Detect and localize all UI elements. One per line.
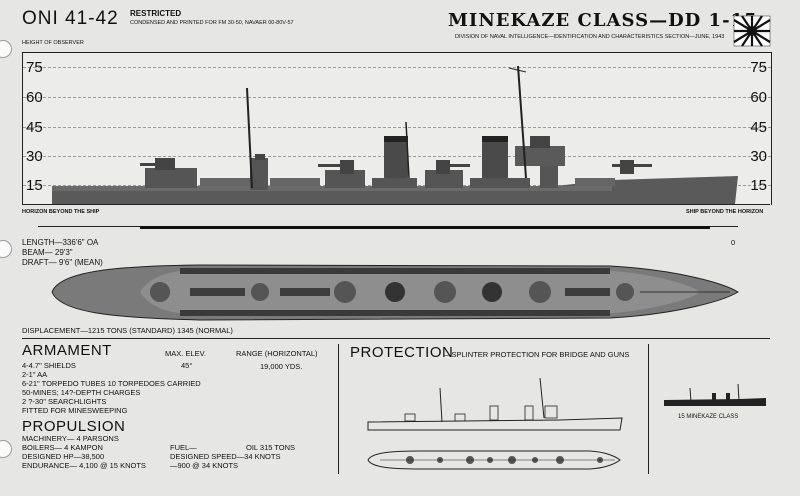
designed-speed-text: DESIGNED SPEED—34 KNOTS: [170, 452, 281, 461]
armament-line: 4-4.7" SHIELDS: [22, 361, 76, 370]
height-tick: 75: [750, 59, 767, 76]
height-of-observer-label: HEIGHT OF OBSERVER: [22, 40, 84, 46]
range-value: 19,000 YDS.: [260, 362, 303, 371]
max-elev-value: 45°: [181, 361, 193, 370]
draft-text: DRAFT— 9'6" (MEAN): [22, 258, 103, 267]
height-tick: 45: [750, 119, 767, 136]
height-tick: 15: [26, 177, 43, 194]
column-divider: [648, 344, 649, 474]
oni-number: ONI 41-42: [22, 8, 119, 29]
displacement-text: DISPLACEMENT—1215 TONS (STANDARD) 1345 (…: [22, 326, 233, 335]
fuel-value: OIL 315 TONS: [246, 443, 296, 452]
height-tick: 30: [26, 148, 43, 165]
armament-line: 6-21" TORPEDO TUBES 10 TORPEDOES CARRIED: [22, 379, 201, 388]
protection-detail: —SPLINTER PROTECTION FOR BRIDGE AND GUNS: [444, 350, 630, 359]
boilers-text: BOILERS— 4 KAMPON: [22, 443, 103, 452]
endurance-text: ENDURANCE— 4,100 @ 15 KNOTS: [22, 461, 146, 470]
ship-side-profile: [52, 65, 738, 204]
armament-line: 2 ?-30" SEARCHLIGHTS: [22, 397, 107, 406]
print-note: CONDENSED AND PRINTED FOR FM 30-50, NAVA…: [130, 20, 294, 26]
restricted-label: RESTRICTED: [130, 9, 182, 18]
horizon-line: [22, 204, 770, 205]
height-tick: 15: [750, 177, 767, 194]
armament-line: FITTED FOR MINESWEEPING: [22, 406, 128, 415]
page-title: MINEKAZE CLASS—DD 1-15: [448, 10, 758, 31]
height-tick: 30: [750, 148, 767, 165]
protection-title: PROTECTION: [350, 344, 454, 361]
height-tick: 60: [750, 89, 767, 106]
machinery-text: MACHINERY— 4 PARSONS: [22, 434, 119, 443]
length-text: LENGTH—336'6" OA: [22, 238, 99, 247]
scale-bar-fill: [140, 226, 710, 229]
height-tick: 75: [26, 59, 43, 76]
armament-title: ARMAMENT: [22, 342, 112, 359]
class-count-label: 15 MINEKAZE CLASS: [678, 414, 739, 420]
column-divider: [338, 344, 339, 474]
horizon-right-label: SHIP BEYOND THE HORIZON: [686, 209, 764, 215]
horizon-left-label: HORIZON BEYOND THE SHIP: [22, 209, 100, 215]
armament-line: 2-1" AA: [22, 370, 48, 379]
endurance-high-speed-text: —900 @ 34 KNOTS: [170, 461, 239, 470]
section-divider: [22, 338, 770, 339]
rising-sun-flag-icon: [733, 15, 771, 47]
propulsion-title: PROPULSION: [22, 418, 126, 435]
fuel-label: FUEL—: [170, 443, 197, 452]
max-elev-header: MAX. ELEV.: [165, 349, 206, 358]
range-header: RANGE (HORIZONTAL): [236, 349, 318, 358]
scale-zero: 0: [731, 238, 736, 247]
division-line: DIVISION OF NAVAL INTELLIGENCE—IDENTIFIC…: [455, 34, 725, 40]
ship-plan-view: [51, 264, 739, 321]
height-tick: 45: [26, 119, 43, 136]
beam-text: BEAM— 29'3": [22, 248, 73, 257]
designed-hp-text: DESIGNED HP—38,500: [22, 452, 105, 461]
armament-line: 50-MINES; 14?-DEPTH CHARGES: [22, 388, 141, 397]
height-tick: 60: [26, 89, 43, 106]
